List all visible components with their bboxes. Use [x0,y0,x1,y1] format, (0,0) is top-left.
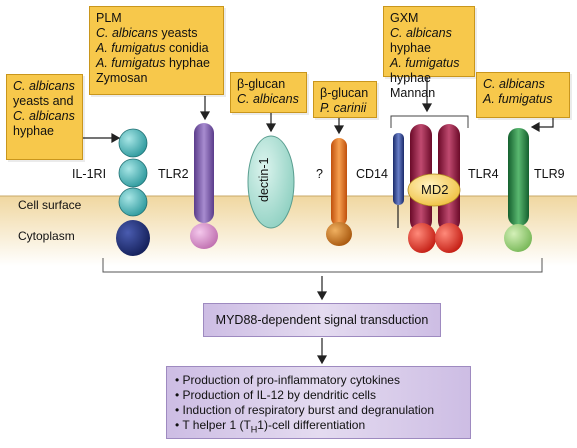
il1ri-ligand-1: C. albicans [13,79,75,93]
dectin-1-receptor [247,135,295,229]
tlr2-ligand-2-species: A. fumigatus [96,41,166,55]
outcome-item-1: • Production of pro-inflammatory cytokin… [175,373,400,387]
dectin-ligand-1: β-glucan [237,77,286,91]
outcome-item-4-end: 1)-cell differentiation [257,418,366,432]
tlr2-ligand-2-form: conidia [165,41,209,55]
cd14-label: CD14 [356,167,388,181]
unknown-ligand-2: P. carinii [320,101,367,115]
tlr9-ligand-1: C. albicans [483,77,545,91]
tlr2-receptor [190,123,218,249]
collection-bracket [102,258,543,273]
dectin-ligand-2: C. albicans [237,92,299,106]
dectin-1-label: dectin-1 [257,157,271,202]
il1ri-ligand-3: C. albicans [13,109,75,123]
tlr4-ligand-1-form: hyphae [390,41,432,55]
tlr4-ligand-2-species: A. fumigatus [390,56,460,70]
tlr2-ligand-1-form: yeasts [157,26,198,40]
il1ri-receptor [116,128,150,256]
il1ri-ligand-2: yeasts and [13,94,74,108]
il1ri-ligand-4: hyphae [13,124,55,138]
tlr2-ligand-3-form: hyphae [165,56,210,70]
tlr4-ligand-1-species: C. albicans [390,26,452,40]
tlr9-ligand-box: C. albicans A. fumigatus [476,72,570,118]
flow-arrows [316,276,328,365]
tlr2-ligand-1-species: C. albicans [96,26,158,40]
tlr4-label: TLR4 [468,167,499,181]
outcome-item-4-start: • T helper 1 (T [175,418,251,432]
md2-protein [407,173,461,207]
tlr2-label: TLR2 [158,167,189,181]
cytoplasm-label: Cytoplasm [18,229,75,243]
il1ri-ligand-box: C. albicans yeasts and C. albicans hypha… [6,74,83,160]
outcomes-box: • Production of pro-inflammatory cytokin… [166,366,471,439]
cd14-receptor [393,133,404,228]
unknown-ligand-box: β-glucan P. carinii [313,81,377,118]
outcome-item-2: • Production of IL-12 by dendritic cells [175,388,376,402]
unknown-receptor [326,138,352,246]
tlr9-ligand-2: A. fumigatus [483,92,553,106]
signal-transduction-label: MYD88-dependent signal transduction [215,313,429,327]
tlr4-ligand-2-form: hyphae [390,71,432,85]
tlr4-bracket [390,115,469,128]
ligand-arrows [81,76,554,144]
cell-surface-label: Cell surface [18,198,82,212]
tlr4-ligand-3: Mannan [390,86,436,100]
tlr4-ligand-box: GXM C. albicans hyphae A. fumigatus hyph… [383,6,475,100]
tlr2-ligand-4: Zymosan [96,71,148,85]
tlr2-ligand-3-species: A. fumigatus [96,56,166,70]
tlr2-ligand-title: PLM [96,11,122,25]
outcome-item-4: • T helper 1 (TH1)-cell differentiation [175,418,365,437]
tlr9-receptor [504,128,532,252]
il1ri-label: IL-1RI [72,167,107,181]
unknown-ligand-1: β-glucan [320,86,369,100]
unknown-receptor-label: ? [316,167,323,181]
outcome-item-3: • Induction of respiratory burst and deg… [175,403,435,417]
tlr2-ligand-box: PLM C. albicans yeasts A. fumigatus coni… [89,6,224,95]
tlr4-ligand-title: GXM [390,11,419,25]
dectin-ligand-box: β-glucan C. albicans [230,72,307,113]
tlr9-label: TLR9 [534,167,565,181]
outcome-item-4-subscript: H [250,424,258,435]
md2-label: MD2 [421,182,449,197]
signal-transduction-box: MYD88-dependent signal transduction [203,303,441,337]
